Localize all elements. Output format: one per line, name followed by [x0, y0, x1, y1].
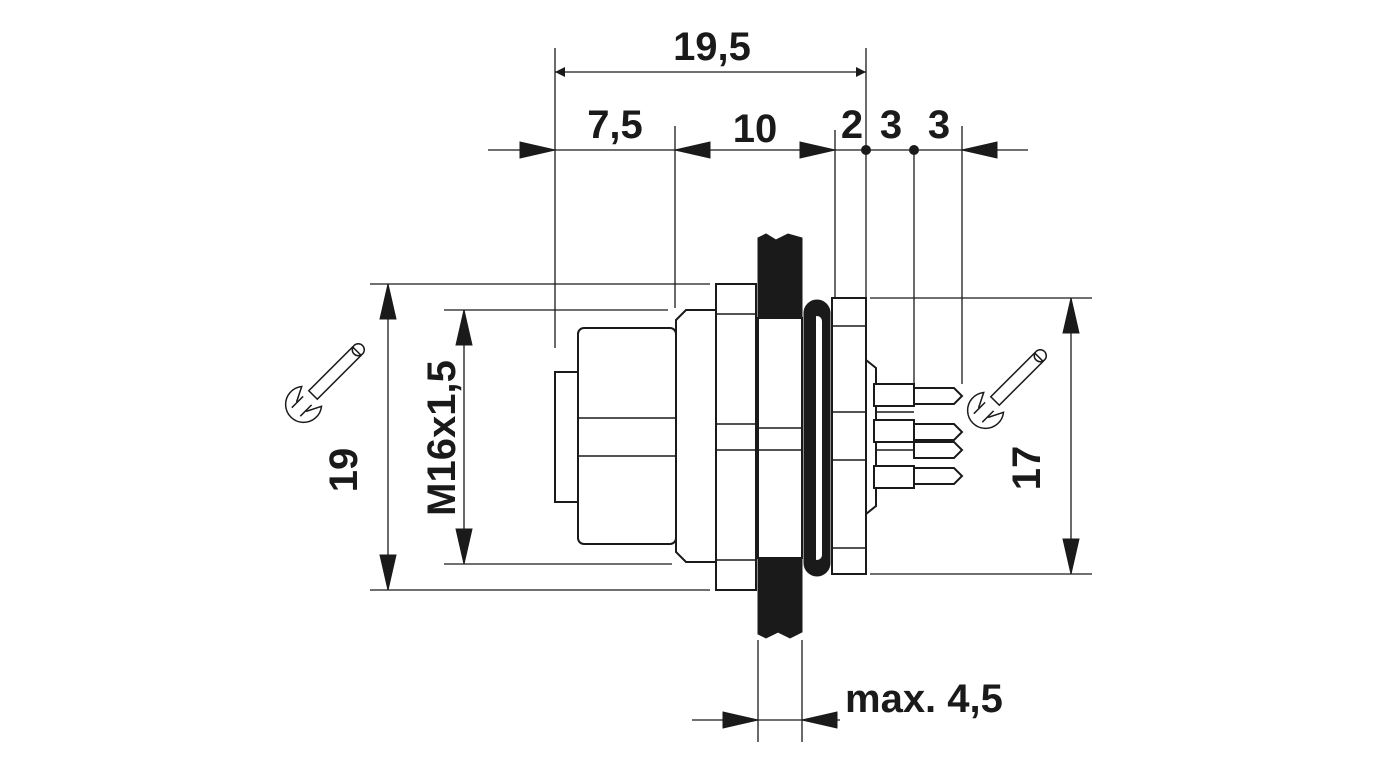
dim-thread: M16x1,5	[420, 360, 464, 516]
dim-seg-b: 3	[880, 103, 902, 147]
wrench-icon	[966, 348, 1048, 430]
wrench-icon	[284, 342, 366, 424]
dim-seg-a: 2	[841, 103, 863, 147]
dimension-lines	[488, 67, 1028, 151]
dim-wrench-right: 17	[1005, 446, 1049, 491]
dim-thread-length: 10	[733, 107, 778, 151]
dim-seg-c: 3	[928, 103, 950, 147]
dim-overall-length: 19,5	[673, 25, 751, 69]
dim-front-length: 7,5	[587, 103, 643, 147]
dimension-dot	[909, 145, 919, 155]
dim-panel-thickness: max. 4,5	[845, 677, 1003, 721]
connector-body	[554, 233, 964, 639]
extension-lines	[370, 48, 1092, 742]
vertical-dimension-lines	[387, 284, 1072, 721]
dimension-dot	[861, 145, 871, 155]
dim-wrench-left: 19	[322, 448, 366, 493]
